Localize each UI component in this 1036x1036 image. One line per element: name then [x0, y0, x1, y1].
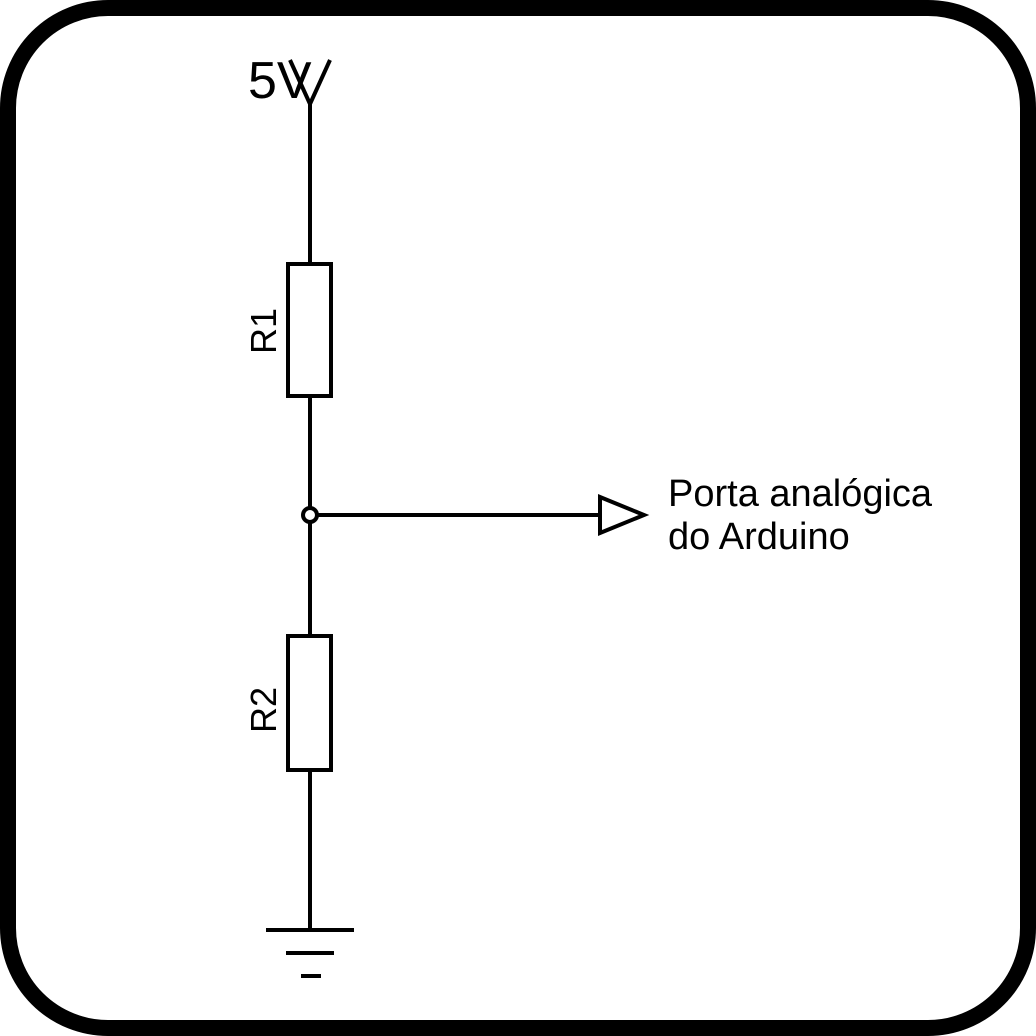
- resistor-r1: [286, 262, 333, 398]
- resistor-r2: [286, 634, 333, 772]
- resistor-r2-label: R2: [243, 687, 284, 733]
- ground-icon: [266, 928, 354, 978]
- output-label-line2: do Arduino: [668, 516, 850, 558]
- output-label-line1: Porta analógica: [668, 473, 933, 515]
- junction-node: [301, 506, 319, 524]
- circuit-wires: [308, 104, 600, 930]
- resistor-r1-label: R1: [243, 308, 284, 354]
- output-arrow-icon: [598, 494, 650, 536]
- supply-label: 5V: [248, 52, 312, 110]
